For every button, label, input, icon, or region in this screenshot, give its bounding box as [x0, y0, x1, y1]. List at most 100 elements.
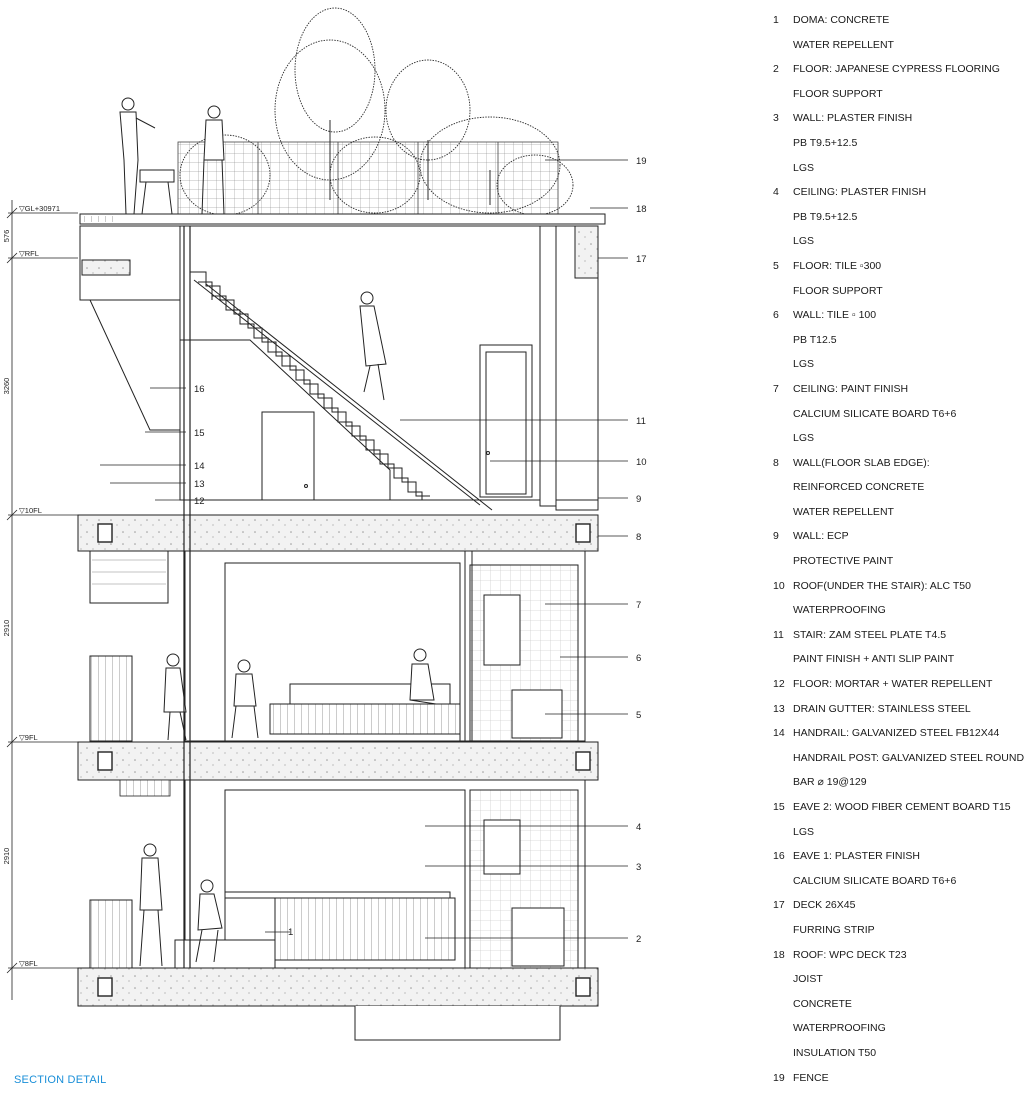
legend-item-text: WATERPROOFING	[793, 1022, 886, 1035]
level-label-gl: ▽GL+30971	[19, 204, 60, 213]
legend-item-text: ROOF: WPC DECK T23	[793, 948, 907, 961]
legend-item-detail: PB T9.5+12.5	[773, 205, 1000, 230]
legend-item-text: PAINT FINISH + ANTI SLIP PAINT	[793, 653, 955, 666]
legend-item-detail: LGS	[773, 426, 1000, 451]
legend-item-text: EAVE 2: WOOD FIBER CEMENT BOARD T15	[793, 801, 1011, 813]
legend-item-text: FLOOR: TILE ▫300	[793, 259, 882, 272]
legend-item-text: WALL: ECP	[793, 530, 849, 543]
callout-14: 14	[194, 461, 205, 472]
legend-item-text: CEILING: PAINT FINISH	[793, 382, 909, 395]
legend-item-text: FENCE	[793, 1071, 829, 1084]
callout-6: 6	[636, 653, 641, 664]
legend-item-text: DECK 26X45	[793, 899, 856, 912]
level-label-10fl: ▽10FL	[19, 506, 42, 515]
legend-item-detail: CONCRETE	[773, 992, 1000, 1017]
callout-13: 13	[194, 479, 205, 490]
legend-item-text: DOMA: CONCRETE	[793, 14, 890, 26]
legend-item-text: WATERPROOFING	[793, 604, 886, 617]
legend-item-text: HANDRAIL POST: GALVANIZED STEEL ROUND	[793, 751, 1024, 764]
legend-item-text: LGS	[793, 358, 815, 371]
stair-person	[359, 291, 387, 401]
legend-item-text: DRAIN GUTTER: STAINLESS STEEL	[793, 702, 971, 715]
callout-leaders	[100, 159, 628, 939]
legend-item-number: 13	[773, 702, 785, 715]
legend-item-title: 9 WALL: ECP	[773, 524, 1000, 549]
callout-4: 4	[636, 822, 641, 833]
floor-8-people	[139, 843, 223, 967]
level-label-rfl: ▽RFL	[19, 249, 39, 258]
legend-item-number: 9	[773, 530, 779, 543]
legend-item-text: EAVE 1: PLASTER FINISH	[793, 850, 921, 863]
legend-item-detail: LGS	[773, 820, 1000, 845]
legend-item-number: 4	[773, 186, 779, 199]
legend-item-detail: LGS	[773, 156, 1000, 181]
legend-item-detail: PROTECTIVE PAINT	[773, 549, 1000, 574]
callout-1: 1	[288, 927, 293, 938]
legend-item-detail: JOIST	[773, 967, 1000, 992]
legend-item-text: WALL: TILE ▫ 100	[793, 309, 877, 322]
roof-fence	[177, 141, 559, 217]
legend-item: 9 WALL: ECP PROTECTIVE PAINT	[773, 524, 1000, 573]
legend-item-title: 13 DRAIN GUTTER: STAINLESS STEEL	[773, 697, 1000, 722]
legend-item-detail: LGS	[773, 229, 1000, 254]
roof-slab	[79, 213, 606, 225]
legend-item-text: PB T9.5+12.5	[793, 136, 858, 149]
callout-16: 16	[194, 384, 205, 395]
legend-item-text: CEILING: PLASTER FINISH	[793, 186, 927, 199]
legend-item-number: 10	[773, 579, 785, 592]
level-label-9fl: ▽9FL	[19, 733, 38, 742]
legend-item-text: CONCRETE	[793, 997, 852, 1010]
dimension-values: 576 3260 2910 2910	[2, 230, 11, 865]
legend-item-text: FLOOR SUPPORT	[793, 87, 883, 100]
legend-item-detail: CALCIUM SILICATE BOARD T6+6	[773, 869, 1000, 894]
legend-item-detail: PB T9.5+12.5	[773, 131, 1000, 156]
callout-15: 15	[194, 428, 205, 439]
legend-item-text: WALL: PLASTER FINISH	[793, 112, 913, 125]
callout-18: 18	[636, 204, 647, 215]
callout-19: 19	[636, 156, 647, 167]
legend-item-text: STAIR: ZAM STEEL PLATE T4.5	[793, 628, 947, 641]
legend-item-number: 14	[773, 727, 785, 740]
legend-item-text: FURRING STRIP	[793, 923, 875, 936]
section-drawing: ▽GL+30971 ▽RFL ▽10FL ▽9FL ▽8FL 576 3260 …	[2, 7, 647, 1041]
legend-item-text: WALL(FLOOR SLAB EDGE):	[793, 456, 930, 469]
callout-11: 11	[636, 416, 646, 427]
legend-item-number: 3	[773, 112, 779, 125]
dimension-value: 2910	[2, 848, 11, 865]
dimension-value: 576	[2, 230, 11, 243]
level-label-8fl: ▽8FL	[19, 959, 38, 968]
legend-item-text: WATER REPELLENT	[793, 38, 894, 51]
legend-item-text: INSULATION T50	[793, 1046, 877, 1059]
legend-item-detail: INSULATION T50	[773, 1041, 1000, 1066]
slab-10fl	[77, 514, 599, 552]
columns	[183, 226, 191, 968]
callout-9: 9	[636, 494, 641, 505]
stair	[190, 271, 493, 511]
callout-10: 10	[636, 457, 647, 468]
legend-item-number: 5	[773, 259, 779, 272]
floor-8-room	[89, 779, 586, 971]
right-wall	[539, 225, 599, 511]
legend-item-detail: HANDRAIL POST: GALVANIZED STEEL ROUND	[773, 746, 1024, 771]
